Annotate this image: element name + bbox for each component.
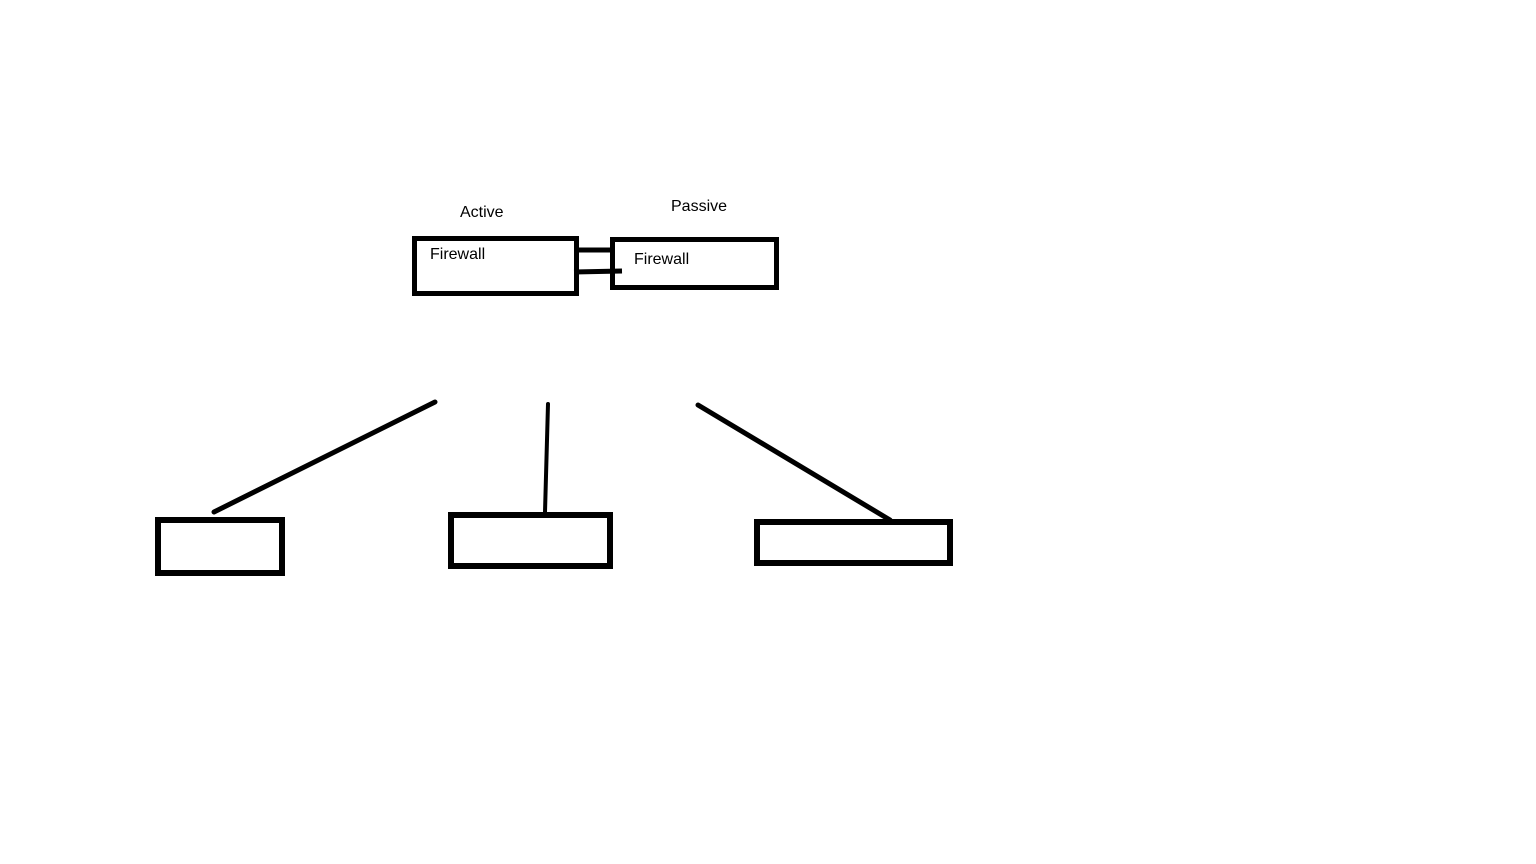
fan-line-right [695,402,893,523]
bottom-left-box [155,517,285,576]
passive-firewall-box-text: Firewall [634,251,690,268]
passive-label: Passive [671,198,728,215]
fan-line-left [211,399,438,515]
active-firewall-box: Firewall [412,236,579,296]
active-label: Active [460,204,504,221]
bottom-right-box [754,519,953,566]
bottom-middle-box [448,512,613,569]
active-firewall-box-text: Firewall [430,246,486,263]
passive-firewall-box: Firewall [610,237,779,290]
fan-line-middle [543,402,550,514]
